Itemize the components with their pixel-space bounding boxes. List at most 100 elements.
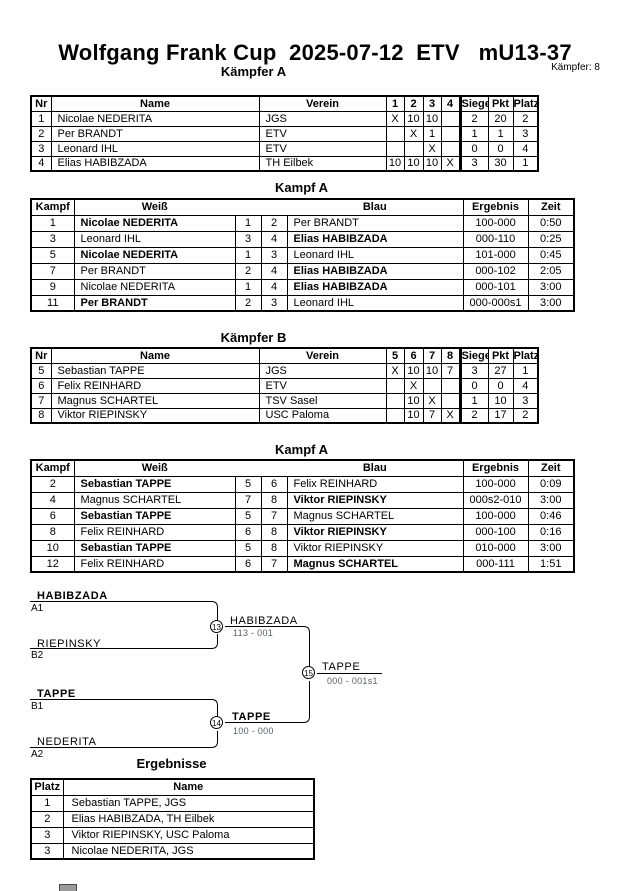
table-cell: 1 bbox=[422, 125, 442, 142]
table-cell: Per BRANDT bbox=[73, 262, 236, 280]
table-cell: 6 bbox=[30, 377, 52, 394]
table-cell: 9 bbox=[30, 278, 75, 296]
table-cell: 1 bbox=[30, 794, 64, 812]
table-cell: 5 bbox=[30, 362, 52, 379]
table-cell: 5 bbox=[234, 475, 262, 493]
column-header: Verein bbox=[258, 347, 387, 364]
table-cell: 8 bbox=[30, 523, 75, 541]
table-cell: 10 bbox=[385, 155, 405, 172]
table-cell: 3 bbox=[30, 826, 64, 844]
table-cell: Elias HABIBZADA bbox=[286, 262, 464, 280]
table-cell: 3 bbox=[458, 155, 489, 172]
table-cell: 0:50 bbox=[527, 214, 575, 232]
table-cell: 2 bbox=[234, 294, 262, 312]
table-cell: Felix REINHARD bbox=[73, 523, 236, 541]
table-cell: Elias HABIBZADA bbox=[286, 278, 464, 296]
bracket-seed-b1-name: TAPPE bbox=[37, 688, 76, 700]
table-cell: Leonard IHL bbox=[73, 230, 236, 248]
table-cell bbox=[440, 125, 461, 142]
table-cell: 2 bbox=[30, 125, 52, 142]
table-cell: 10 bbox=[422, 155, 442, 172]
table-cell: Nicolae NEDERITA bbox=[73, 246, 236, 264]
table-cell: 3:00 bbox=[527, 294, 575, 312]
table-cell: 6 bbox=[260, 475, 288, 493]
table-cell: TH Eilbek bbox=[258, 155, 387, 172]
table-cell: Per BRANDT bbox=[50, 125, 260, 142]
table-cell: 1 bbox=[458, 125, 489, 142]
table-cell bbox=[440, 140, 461, 157]
column-header: 8 bbox=[440, 347, 461, 364]
table-cell: X bbox=[422, 140, 442, 157]
table-cell: 5 bbox=[234, 539, 262, 557]
bracket-match-13-score: 113 - 001 bbox=[233, 628, 274, 638]
table-cell: Viktor RIEPINSKY bbox=[50, 407, 260, 424]
table-cell: USC Paloma bbox=[258, 407, 387, 424]
table-cell: 3:00 bbox=[527, 539, 575, 557]
table-cell: 6 bbox=[30, 507, 75, 525]
table-cell: 1 bbox=[234, 246, 262, 264]
header-row: Kampf Weiß Blau Ergebnis Zeit bbox=[30, 459, 575, 477]
bracket-match-14-winner: TAPPE bbox=[232, 711, 271, 723]
partial-element-fragment bbox=[59, 884, 77, 891]
table-cell: X bbox=[385, 110, 405, 127]
table-cell: 7 bbox=[30, 392, 52, 409]
table-cell: JGS bbox=[258, 362, 387, 379]
table-cell: Viktor RIEPINSKY bbox=[286, 539, 464, 557]
column-header: 4 bbox=[440, 95, 461, 112]
pool-b-heading: Kämpfer B bbox=[220, 330, 287, 345]
table-cell: Magnus SCHARTEL bbox=[73, 491, 236, 509]
column-header: Pkt bbox=[487, 347, 514, 364]
table-cell: X bbox=[403, 377, 424, 394]
table-cell: 10 bbox=[403, 392, 424, 409]
bracket-match-14-score: 100 - 000 bbox=[233, 726, 274, 736]
column-header: Blau bbox=[287, 459, 464, 477]
pool-b-table: Nr Name Verein 5 6 7 8 Siege Pkt Platz 5… bbox=[30, 347, 539, 424]
table-cell: 2 bbox=[458, 407, 489, 424]
table-cell: 3 bbox=[30, 842, 64, 860]
table-cell: 2 bbox=[458, 110, 489, 127]
table-cell: Viktor RIEPINSKY bbox=[286, 523, 464, 541]
table-cell: 7 bbox=[260, 555, 288, 573]
table-cell: 0 bbox=[487, 140, 514, 157]
fights-a-heading: Kampf A bbox=[275, 180, 328, 195]
bracket-match-13-winner: HABIBZADA bbox=[230, 615, 298, 627]
table-cell bbox=[385, 407, 405, 424]
table-cell: 010-000 bbox=[462, 539, 529, 557]
table-cell: 8 bbox=[260, 539, 288, 557]
table-cell: 4 bbox=[30, 491, 75, 509]
table-cell: 4 bbox=[512, 140, 539, 157]
table-cell: 3 bbox=[260, 246, 288, 264]
table-cell: ETV bbox=[258, 140, 387, 157]
column-header: Platz bbox=[512, 347, 539, 364]
bracket-seed-a1-label: A1 bbox=[31, 603, 44, 614]
column-header: Siege bbox=[458, 347, 489, 364]
table-cell: 4 bbox=[260, 230, 288, 248]
table-cell: 12 bbox=[30, 555, 75, 573]
table-cell: X bbox=[422, 392, 442, 409]
table-cell: ETV bbox=[258, 377, 387, 394]
column-header: Blau bbox=[287, 198, 464, 216]
table-cell: 1 bbox=[30, 110, 52, 127]
column-header: Zeit bbox=[527, 459, 575, 477]
column-header: Name bbox=[62, 778, 315, 796]
table-cell: TSV Sasel bbox=[258, 392, 387, 409]
table-cell: 2 bbox=[512, 407, 539, 424]
table-cell: 000s2-010 bbox=[462, 491, 529, 509]
column-header: Nr bbox=[30, 347, 52, 364]
table-cell: 10 bbox=[403, 407, 424, 424]
bracket-match-15-score: 000 - 001s1 bbox=[327, 676, 378, 686]
table-cell: 3 bbox=[458, 362, 489, 379]
bracket-match-13-node: 13 bbox=[210, 620, 223, 633]
bracket-seed-b2-name: RIEPINSKY bbox=[37, 638, 102, 650]
bracket-seed-a1-name: HABIBZADA bbox=[37, 590, 108, 602]
table-cell: Magnus SCHARTEL bbox=[286, 507, 464, 525]
table-cell: 8 bbox=[30, 407, 52, 424]
